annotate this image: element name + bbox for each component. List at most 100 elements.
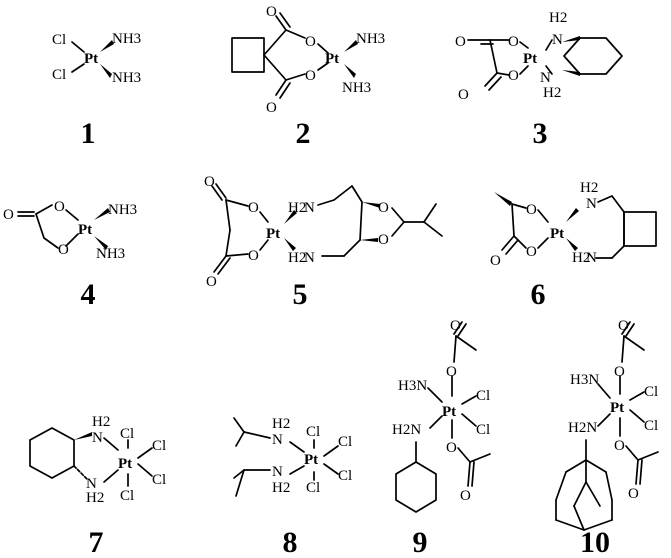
platinum-atom: Pt <box>78 222 92 238</box>
atom-label: O <box>508 34 519 50</box>
compound-6-structure: O O O Pt H2 N H2 N 6 <box>490 180 657 311</box>
atom-label: H2 <box>272 416 290 432</box>
compound-number: 4 <box>81 278 96 311</box>
atom-label: O <box>305 68 316 84</box>
atom-label: NH3 <box>96 246 125 262</box>
compound-number: 5 <box>293 278 308 311</box>
atom-label: N <box>540 70 551 86</box>
atom-label: H2 <box>543 85 561 101</box>
atom-label: NH3 <box>108 202 137 218</box>
atom-label: H2 <box>288 200 306 216</box>
compound-9-structure: O O H3N Pt Cl Cl H2N O O 9 <box>392 318 491 558</box>
atom-label: Cl <box>306 480 320 496</box>
atom-label: H2 <box>572 250 590 266</box>
compound-7-structure: H2 N N H2 Pt Cl Cl Cl Cl 7 <box>29 414 166 558</box>
atom-label: O <box>450 318 461 334</box>
atom-label: Cl <box>52 67 66 83</box>
compound-number: 3 <box>533 117 548 150</box>
atom-label: NH3 <box>342 80 371 96</box>
atom-label: NH3 <box>112 70 141 86</box>
compound-1-structure: Cl Cl Pt NH3 NH3 1 <box>52 31 141 150</box>
compound-number: 9 <box>413 526 428 558</box>
platinum-atom: Pt <box>610 400 624 416</box>
atom-label: H2N <box>392 422 421 438</box>
atom-label: O <box>58 242 69 258</box>
atom-label: NH3 <box>356 31 385 47</box>
atom-label: O <box>206 274 217 290</box>
atom-label: O <box>458 87 469 103</box>
atom-label: H2 <box>288 250 306 266</box>
platinum-atom: Pt <box>266 226 280 242</box>
atom-label: O <box>446 364 457 380</box>
compound-number: 10 <box>580 526 610 558</box>
platinum-atom: Pt <box>118 456 132 472</box>
compound-number: 7 <box>89 526 104 558</box>
platinum-atom: Pt <box>84 51 98 67</box>
compound-number: 1 <box>81 117 96 150</box>
atom-label: H2 <box>272 480 290 496</box>
atom-label: O <box>266 100 277 116</box>
atom-label: O <box>614 364 625 380</box>
atom-label: H2 <box>86 490 104 506</box>
atom-label: O <box>305 34 316 50</box>
atom-label: O <box>455 34 466 50</box>
compound-2-structure: O O O O Pt NH3 NH3 2 <box>231 4 385 150</box>
atom-label: O <box>614 438 625 454</box>
atom-label: N <box>92 430 103 446</box>
compound-8-structure: H2 N N H2 Pt Cl Cl Cl Cl 8 <box>233 416 352 558</box>
atom-label: N <box>304 250 315 266</box>
atom-label: H2 <box>549 10 567 26</box>
atom-label: Cl <box>152 438 166 454</box>
atom-label: N <box>304 200 315 216</box>
compound-3-structure: O O O O Pt H2 N N H2 3 <box>455 10 623 150</box>
atom-label: O <box>266 4 277 20</box>
atom-label: H2 <box>580 180 598 196</box>
platinum-atom: Pt <box>442 404 456 420</box>
atom-label: O <box>526 244 537 260</box>
atom-label: O <box>3 207 14 223</box>
atom-label: H3N <box>570 372 599 388</box>
compound-5-structure: O O O O Pt H2 N H2 N O O 5 <box>204 174 443 311</box>
atom-label: H2N <box>568 420 597 436</box>
atom-label: O <box>490 253 501 269</box>
compound-number: 6 <box>531 278 546 311</box>
atom-label: O <box>248 200 259 216</box>
platinum-atom: Pt <box>304 452 318 468</box>
atom-label: Cl <box>120 426 134 442</box>
compound-number: 2 <box>296 117 311 150</box>
atom-label: Cl <box>476 388 490 404</box>
atom-label: Cl <box>476 422 490 438</box>
compound-4-structure: O O O Pt NH3 NH3 4 <box>3 199 137 311</box>
atom-label: O <box>460 488 471 504</box>
atom-label: Cl <box>120 488 134 504</box>
compound-10-structure: O O H3N Pt Cl Cl H2N O O 10 <box>555 318 659 558</box>
atom-label: N <box>586 196 597 212</box>
atom-label: O <box>204 174 215 190</box>
platinum-atom: Pt <box>550 226 564 242</box>
atom-label: Cl <box>52 32 66 48</box>
atom-label: NH3 <box>112 31 141 47</box>
atom-label: N <box>272 464 283 480</box>
atom-label: O <box>378 232 389 248</box>
atom-label: N <box>586 250 597 266</box>
platinum-atom: Pt <box>325 51 339 67</box>
atom-label: Cl <box>338 468 352 484</box>
atom-label: O <box>248 248 259 264</box>
atom-label: O <box>628 486 639 502</box>
atom-label: O <box>54 199 65 215</box>
atom-label: Cl <box>152 472 166 488</box>
atom-label: O <box>446 440 457 456</box>
compound-number: 8 <box>283 526 298 558</box>
platinum-atom: Pt <box>523 51 537 67</box>
atom-label: H2 <box>92 414 110 430</box>
atom-label: Cl <box>338 434 352 450</box>
atom-label: N <box>272 432 283 448</box>
atom-label: O <box>526 202 537 218</box>
atom-label: Cl <box>306 424 320 440</box>
atom-label: Cl <box>644 418 658 434</box>
atom-label: O <box>618 318 629 334</box>
atom-label: N <box>552 32 563 48</box>
atom-label: N <box>86 476 97 492</box>
atom-label: Cl <box>644 384 658 400</box>
